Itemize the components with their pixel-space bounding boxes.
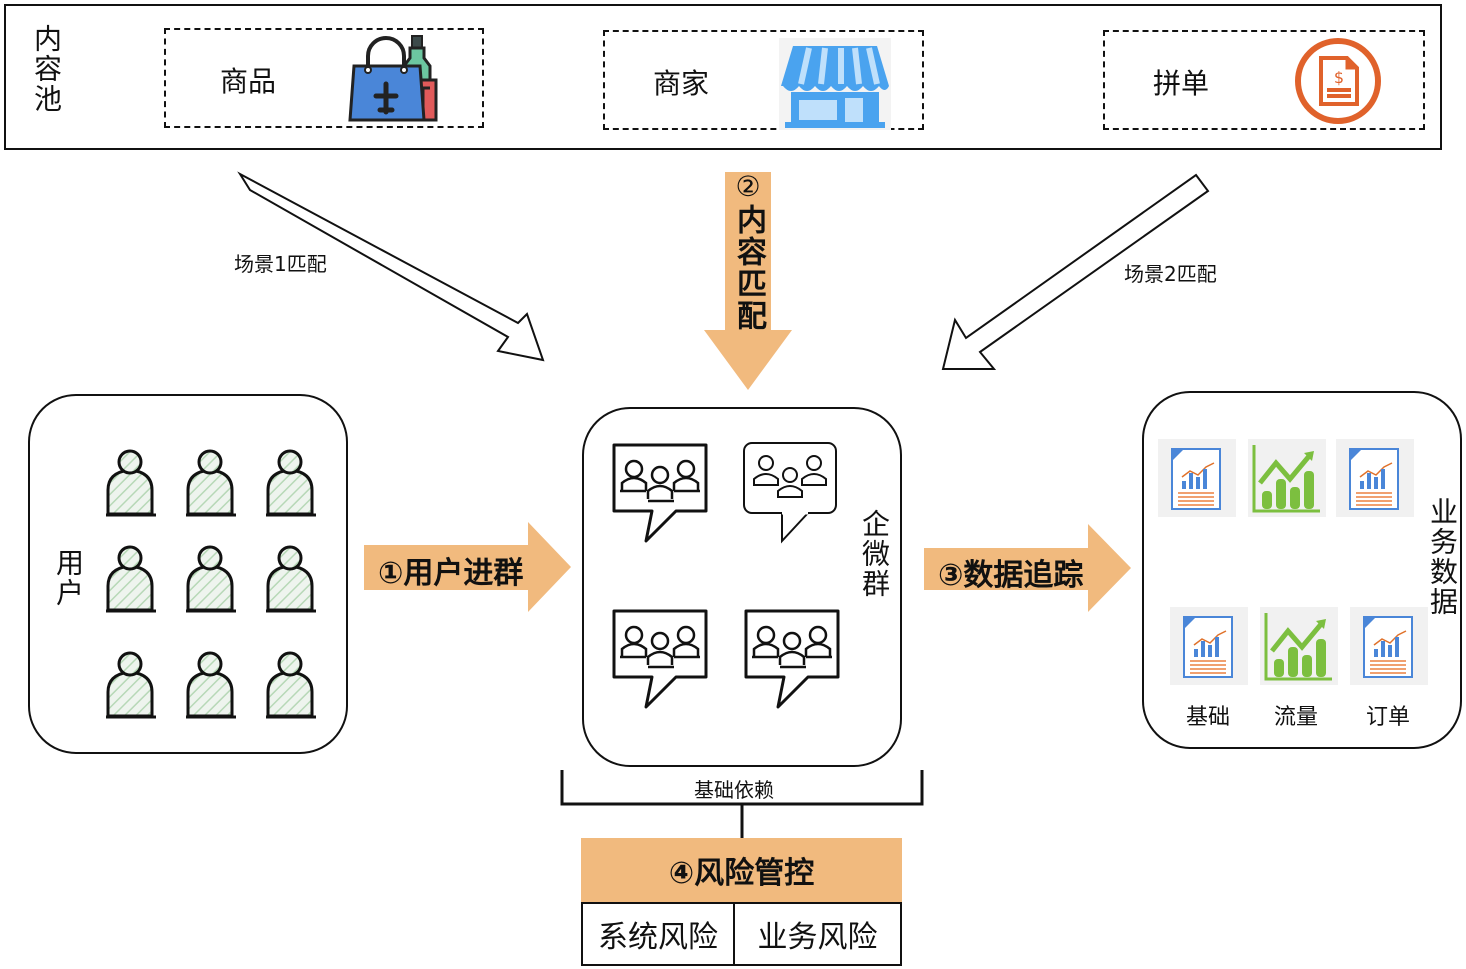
users-grid [104,449,318,719]
dependency-label: 基础依赖 [694,778,774,802]
user-icon [104,449,158,517]
data-tracking-arrow [924,524,1131,612]
groups-panel-label: 企微群 [858,509,891,599]
scene2-label: 场景2匹配 [1124,262,1217,286]
data-item-label: 基础 [1186,705,1231,730]
scene1-arrow [237,171,545,362]
user-icon [184,545,238,613]
risk-control-title: ④风险管控 [668,856,815,891]
shopping-bag-icon [348,35,438,122]
chat-group-icon [742,441,838,543]
data-item-label: 流量 [1274,705,1319,730]
content-item-group-order[interactable]: 拼单 $ [1103,30,1425,130]
user-icon [264,545,318,613]
content-pool [4,4,1442,150]
data-panel: 业务数据 [1142,391,1462,749]
user-icon [264,651,318,719]
user-icon [264,449,318,517]
data-tracking-label: ③数据追踪 [938,558,1084,593]
user-icon [184,651,238,719]
growth-chart-icon [1248,439,1326,517]
data-item-label: 订单 [1366,705,1411,730]
report-chart-icon [1349,606,1429,686]
report-chart-icon [1169,606,1249,686]
svg-text:$: $ [1334,68,1344,87]
user-icon [104,545,158,613]
scene2-arrow [941,173,1210,370]
risk-cell-label: 系统风险 [598,920,718,955]
groups-panel: 企微群 [582,407,902,767]
invoice-icon: $ [1295,38,1381,124]
content-item-goods[interactable]: 商品 [164,28,484,128]
scene1-label: 场景1匹配 [234,252,327,276]
report-chart-icon [1335,438,1415,518]
chat-group-icon [612,443,708,543]
content-item-label: 拼单 [1153,67,1210,100]
growth-chart-icon [1260,607,1338,685]
content-item-merchant[interactable]: 商家 [603,30,924,130]
data-panel-label: 业务数据 [1426,497,1459,617]
user-join-arrow [364,522,571,612]
content-match-number: ② [735,170,761,203]
content-match-arrow [704,172,792,390]
chat-group-icon [612,609,708,709]
content-item-label: 商家 [653,67,710,100]
chat-group-icon [744,609,840,709]
risk-control-header: ④风险管控 [581,838,902,902]
risk-cell-label: 业务风险 [757,920,878,955]
user-icon [104,651,158,719]
user-icon [184,449,238,517]
content-match-label: ② 内容匹配 [728,170,768,332]
content-item-label: 商品 [220,65,277,98]
users-panel-label: 用户 [52,548,85,608]
user-join-label: ①用户进群 [378,556,524,591]
storefront-icon [779,38,891,130]
groups-grid [612,441,840,709]
content-match-text: 内容匹配 [731,204,766,332]
content-pool-label: 内容池 [30,24,63,114]
risk-cell-business[interactable]: 业务风险 [733,902,902,966]
users-panel: 用户 [28,394,348,754]
risk-cell-system[interactable]: 系统风险 [581,902,735,966]
data-icons [1157,393,1429,693]
report-chart-icon [1157,438,1237,518]
